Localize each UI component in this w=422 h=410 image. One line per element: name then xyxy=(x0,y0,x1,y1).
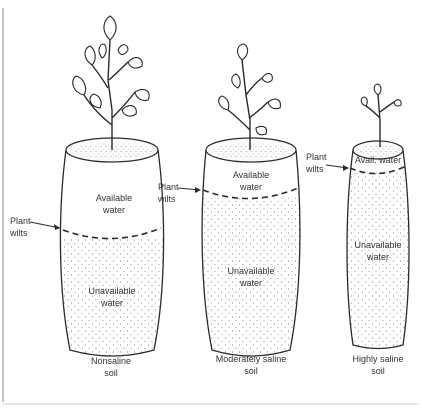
available-water-label: Avail. water xyxy=(355,155,401,165)
arrow-head xyxy=(195,187,201,193)
plant-icon xyxy=(73,16,149,150)
soil-surface xyxy=(212,143,290,159)
plant-icon xyxy=(361,84,401,147)
plant-icon xyxy=(219,44,281,150)
wilting-point-line xyxy=(63,228,161,239)
arrow-head xyxy=(343,165,349,171)
arrow-head xyxy=(54,224,60,230)
